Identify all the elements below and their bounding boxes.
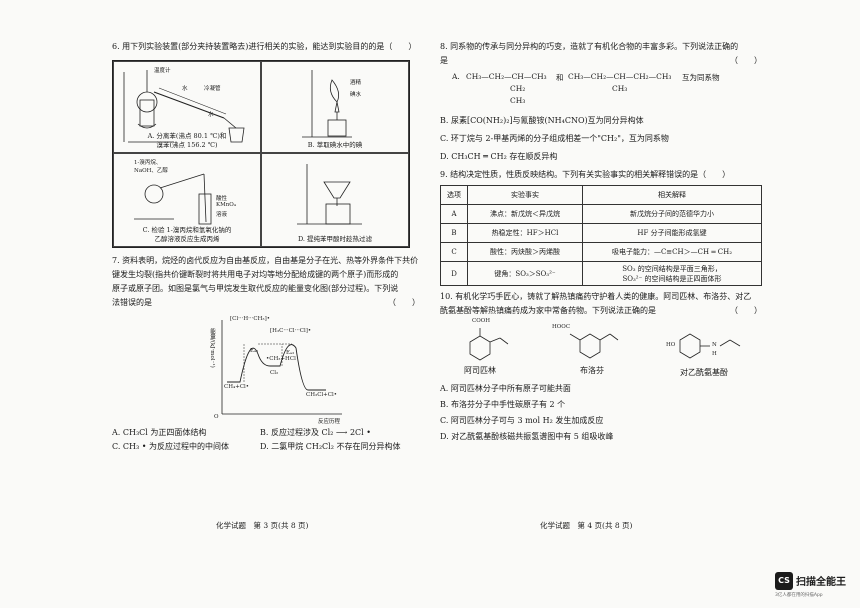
- page-footer-left: 化学试题 第 3 页(共 8 页): [216, 521, 309, 530]
- separatory-funnel-icon: [302, 70, 352, 138]
- q8-a-mol1-branch-b: CH₃: [510, 96, 526, 105]
- q6-a-tag-water-in: 水: [182, 86, 188, 92]
- q7-options: A. CH₃Cl 为正四面体结构 B. 反应过程涉及 Cl₂ ⟶ 2Cl • C…: [112, 426, 420, 454]
- q7-cl2: Cl₂: [270, 370, 279, 376]
- q10-option-a[interactable]: A. 阿司匹林分子中所有原子可能共面: [440, 384, 571, 393]
- q6-cell-b: 酒精 碘水 B. 萃取碘水中的碘: [261, 61, 409, 153]
- right-column: 8. 同系物的传承与同分异构的巧变，造就了有机化合物的丰富多彩。下列说法正确的 …: [440, 40, 762, 444]
- q7-stem-1: 7. 资料表明，烷烃的卤代反应为自由基反应，自由基是分子在光、热等外界条件下共价: [112, 256, 419, 265]
- table-row[interactable]: C 酸性：丙炔酸＞丙烯酸 吸电子能力：—C≡CH＞—CH ═ CH₂: [440, 242, 762, 262]
- q10-aspirin-name: 阿司匹林: [464, 366, 496, 375]
- q7-ylabel: 能量/(kJ·mol⁻¹): [209, 328, 215, 368]
- distillation-apparatus-icon: [123, 70, 245, 143]
- q6-a-tag-water-out: 水: [208, 112, 214, 118]
- q8-a-mol2-branch: CH₃: [612, 84, 628, 93]
- q7-energy-diagram: 能量/(kJ·mol⁻¹) [Cl···H···CH₃]• [H₃C···Cl·…: [112, 314, 412, 426]
- q10-paracetamol-name: 对乙酰氨基酚: [680, 368, 728, 377]
- q6-cell-c: 1-溴丙烷、 NaOH、乙醇 酸性 KMnO₄ 溶液 C. 检验 1-溴丙烷和氢…: [113, 153, 261, 247]
- q7-xlabel: 反应历程: [318, 419, 341, 425]
- q7-mid: •CH₃+HCl: [266, 356, 296, 362]
- q9-table: 选项 实验事实 相关解释 A 沸点：新戊烷＜异戊烷 新戊烷分子间的范德华力小 B…: [440, 185, 762, 286]
- q6-c-tag-naoh: NaOH、乙醇: [134, 168, 168, 174]
- q10-paracetamol-h: H: [712, 351, 717, 357]
- q7-ea1: Eₐ₁: [250, 348, 259, 354]
- q7-ts1: [Cl···H···CH₃]•: [230, 316, 270, 322]
- q10-paracetamol-ho: HO: [666, 342, 676, 348]
- q10-ibuprofen-name: 布洛芬: [580, 366, 604, 375]
- q6-c-tag-solution: 溶液: [216, 212, 228, 218]
- q6-a-tag-condenser: 冷凝管: [204, 86, 221, 92]
- q10-ibuprofen-hooc: HOOC: [552, 324, 571, 330]
- q9-header-explanation: 相关解释: [582, 185, 762, 205]
- q6-cell-d: D. 提纯苯甲酸时趁热过滤: [261, 153, 409, 247]
- reaction-test-apparatus-icon: [134, 173, 212, 225]
- camscanner-name: 扫描全能王: [796, 577, 846, 588]
- q10-option-b[interactable]: B. 布洛芬分子中手性碳原子有 2 个: [440, 400, 566, 409]
- table-row[interactable]: B 热稳定性：HF＞HCl HF 分子间能形成氢键: [440, 223, 762, 243]
- energy-profile-chart: [221, 320, 342, 415]
- q8-stem-2: 是（ ）: [440, 56, 762, 65]
- q9-header-option: 选项: [440, 185, 468, 205]
- q7-end: CH₃Cl+Cl•: [306, 392, 337, 398]
- filtration-apparatus-icon: [297, 164, 362, 225]
- q6-cell-a: 温度计 冷凝管 水 水 A. 分离苯(沸点 80.1 ℃)和 溴苯(沸点 156…: [113, 61, 261, 153]
- q6-stem: 6. 用下列实验装置(部分夹持装置略去)进行相关的实验，能达到实验目的的是（ ）: [112, 42, 417, 51]
- camscanner-watermark: CS 扫描全能王 3亿人都在用的扫描App: [775, 570, 855, 600]
- q10-stem-1: 10. 有机化学巧手匠心，铸就了解热镇痛药守护着人类的健康。阿司匹林、布洛芬、对…: [440, 292, 752, 301]
- q7-start: CH₄+Cl•: [224, 384, 250, 390]
- q6-a-caption: A. 分离苯(沸点 80.1 ℃)和 溴苯(沸点 156.2 ℃): [147, 132, 227, 149]
- q8-option-c[interactable]: C. 环丁烷与 2-甲基丙烯的分子组成相差一个"CH₂"，互为同系物: [440, 134, 669, 143]
- left-column: 6. 用下列实验装置(部分夹持装置略去)进行相关的实验，能达到实验目的的是（ ）…: [112, 40, 420, 454]
- q10-aspirin-cooh: COOH: [472, 318, 491, 324]
- q8-a-mol2: CH₃—CH₂—CH—CH₂—CH₃: [568, 72, 672, 81]
- q8-option-a[interactable]: A. CH₃—CH₂—CH—CH₃ CH₂ CH₃ 和 CH₃—CH₂—CH—C…: [452, 72, 720, 105]
- q8-stem-1: 8. 同系物的传承与同分异构的巧变，造就了有机化合物的丰富多彩。下列说法正确的: [440, 42, 739, 51]
- page-footer-right: 化学试题 第 4 页(共 8 页): [540, 521, 633, 530]
- q6-c-caption: C. 检验 1-溴丙烷和氢氧化钠的 乙醇溶液反应生成丙烯: [142, 226, 232, 243]
- q7-option-d[interactable]: D. 二氯甲烷 CH₂Cl₂ 不存在同分异构体: [260, 442, 401, 451]
- q7-ts2: [H₃C···Cl···Cl]•: [270, 328, 312, 334]
- q6-b-tag-alcohol: 酒精: [350, 80, 362, 86]
- q10-paracetamol-n: N: [712, 342, 717, 348]
- q6-b-tag-iodine-water: 碘水: [350, 92, 362, 98]
- camscanner-tagline: 3亿人都在用的扫描App: [775, 593, 823, 598]
- drug-structures: [469, 328, 741, 361]
- table-row[interactable]: D 键角：SO₃＞SO₃²⁻ SO₃ 的空间结构是平面三角形， SO₃²⁻ 的空…: [440, 261, 762, 286]
- q6-c-tag-bromopropane: 1-溴丙烷、: [134, 160, 162, 166]
- q6-c-tag-acidic: 酸性: [216, 196, 228, 202]
- q10-stem-2: 酰氨基酚等解热镇痛药成为家中常备药物。下列说法正确的是（ ）: [440, 306, 762, 315]
- q7-stem-3: 原子或原子团。如图是氯气与甲烷发生取代反应的能量变化图(部分过程)。下列说: [112, 284, 399, 293]
- q7-option-c[interactable]: C. CH₃ • 为反应过程中的中间体: [112, 442, 230, 451]
- q6-c-tag-kmno4: KMnO₄: [216, 202, 236, 208]
- q7-option-a[interactable]: A. CH₃Cl 为正四面体结构: [112, 428, 207, 437]
- q6-d-caption: D. 提纯苯甲酸时趁热过滤: [297, 235, 373, 243]
- q8-option-d[interactable]: D. CH₃CH ═ CH₂ 存在顺反异构: [440, 152, 558, 161]
- q9-table-header: 选项 实验事实 相关解释: [440, 185, 762, 205]
- q8-a-mol1-branch-a: CH₂: [510, 84, 526, 93]
- q8-option-b[interactable]: B. 尿素[CO(NH₂)₂]与氰酸铵(NH₄CNO)互为同分异构体: [440, 116, 644, 125]
- camscanner-logo-icon: CS: [775, 572, 793, 590]
- q7-stem-4: 法错误的是（ ）: [112, 298, 420, 307]
- q10-option-d[interactable]: D. 对乙酰氨基酚核磁共振氢谱图中有 5 组吸收峰: [440, 432, 614, 441]
- q6-apparatus-grid: 温度计 冷凝管 水 水 A. 分离苯(沸点 80.1 ℃)和 溴苯(沸点 156…: [112, 60, 410, 248]
- q10-structures: COOH 阿司匹林 HOOC 布洛芬 HO N H 对乙酰氨基酚: [440, 318, 762, 380]
- q9-header-fact: 实验事实: [467, 185, 583, 205]
- q8-a-mol1: CH₃—CH₂—CH—CH₃: [466, 72, 547, 81]
- q6-b-caption: B. 萃取碘水中的碘: [307, 141, 363, 149]
- table-row[interactable]: A 沸点：新戊烷＜异戊烷 新戊烷分子间的范德华力小: [440, 204, 762, 224]
- q7-option-b[interactable]: B. 反应过程涉及 Cl₂ ⟶ 2Cl •: [260, 428, 371, 437]
- q7-ea2: Eₐ₂: [286, 350, 295, 356]
- q10-option-c[interactable]: C. 阿司匹林分子可与 3 mol H₂ 发生加成反应: [440, 416, 604, 425]
- q7-stem-2: 键发生均裂(指共价键断裂时将共用电子对均等地分配给成键的两个原子)而形成的: [112, 270, 399, 279]
- q6-a-tag-thermometer: 温度计: [154, 68, 171, 74]
- q9-stem: 9. 结构决定性质，性质反映结构。下列有关实验事实的相关解释错误的是（ ）: [440, 170, 731, 179]
- q7-origin: O: [214, 414, 219, 420]
